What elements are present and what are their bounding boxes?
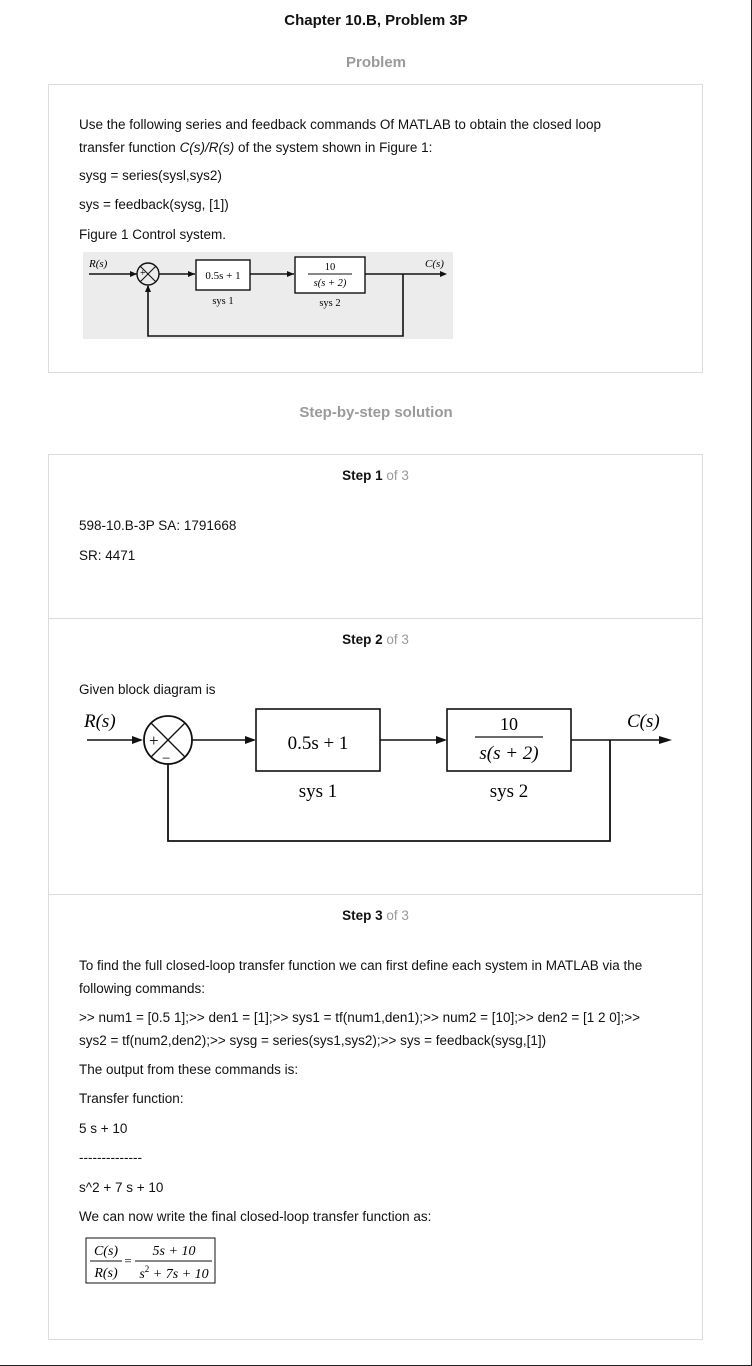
tf-denominator-text: s^2 + 7 s + 10 xyxy=(79,1180,164,1195)
problem-line-2-post: of the system shown in Figure 1: xyxy=(234,140,433,155)
eq-rhs-den-s: s xyxy=(139,1267,145,1282)
step-3-label: Step 3 xyxy=(342,908,383,923)
final-transfer-function: C(s) R(s) = 5s + 10 s2 + 7s + 10 xyxy=(85,1237,216,1284)
sys2-denominator: s(s + 2) xyxy=(479,743,538,764)
small-sys1-block xyxy=(195,259,251,291)
matlab-commands-line-1: >> num1 = [0.5 1];>> den1 = [1];>> sys1 … xyxy=(79,1010,641,1025)
feedback-path xyxy=(167,740,611,842)
transfer-function-label: Transfer function: xyxy=(79,1091,184,1106)
step-3-intro: To find the full closed-loop transfer fu… xyxy=(79,954,689,1000)
problem-line-2-pre: transfer function xyxy=(79,140,180,155)
step-1-header: Step 1 of 3 xyxy=(49,468,702,483)
sys1-transfer-function: 0.5s + 1 xyxy=(288,733,349,754)
step-divider-1 xyxy=(49,618,702,619)
step-2-label: Step 2 xyxy=(342,632,383,647)
small-sys2-numerator: 10 xyxy=(325,262,336,273)
eq-equals: = xyxy=(124,1253,131,1268)
small-input-label: R(s) xyxy=(88,258,108,270)
sys1-block xyxy=(255,708,381,772)
sys2-block xyxy=(446,708,572,772)
small-sys2-block xyxy=(294,256,366,294)
sys1-label: sys 1 xyxy=(299,781,338,802)
output-intro: The output from these commands is: xyxy=(79,1062,299,1077)
eq-lhs-denominator: R(s) xyxy=(93,1266,118,1281)
step-1-line-1: 598-10.B-3P SA: 1791668 xyxy=(79,518,237,533)
step-1-count: of 3 xyxy=(382,468,409,483)
small-sys1-label: sys 1 xyxy=(212,296,233,307)
eq-lhs-numerator: C(s) xyxy=(94,1244,118,1259)
tf-fraction-line: -------------- xyxy=(79,1150,142,1165)
transfer-function-ratio: C(s)/R(s) xyxy=(179,140,235,155)
small-sys1-tf: 0.5s + 1 xyxy=(205,270,240,282)
step-3-intro-line-1: To find the full closed-loop transfer fu… xyxy=(79,958,643,973)
plus-sign: + xyxy=(149,731,159,750)
page-title: Chapter 10.B, Problem 3P xyxy=(284,12,468,29)
input-label: R(s) xyxy=(83,711,116,732)
figure-1-small-diagram: R(s) + 0.5s + 1 sys 1 10 s(s + 2) sys 2 … xyxy=(83,252,453,339)
step-2-intro: Given block diagram is xyxy=(79,682,216,697)
step-3-intro-line-2: following commands: xyxy=(79,981,206,996)
step-2-count: of 3 xyxy=(382,632,409,647)
step-3-count: of 3 xyxy=(382,908,409,923)
sys2-label: sys 2 xyxy=(490,781,529,802)
problem-line-1: Use the following series and feedback co… xyxy=(79,117,602,132)
step-2-header: Step 2 of 3 xyxy=(49,632,702,647)
minus-sign: − xyxy=(162,751,170,767)
step-1-line-2: SR: 4471 xyxy=(79,548,136,563)
problem-text: Use the following series and feedback co… xyxy=(79,113,679,159)
figure-caption: Figure 1 Control system. xyxy=(79,227,227,242)
command-series: sysg = series(sysl,sys2) xyxy=(79,168,222,183)
matlab-commands-line-2: sys2 = tf(num2,den2);>> sysg = series(sy… xyxy=(79,1033,547,1048)
small-sys2-label: sys 2 xyxy=(319,298,340,309)
output-label: C(s) xyxy=(627,711,660,732)
block-diagram: R(s) + − 0.5s + 1 sys 1 10 s(s + 2) sys … xyxy=(83,708,672,842)
eq-rhs-den-rest: + 7s + 10 xyxy=(149,1267,208,1282)
problem-card: Use the following series and feedback co… xyxy=(48,84,703,373)
solution-card: Step 1 of 3 598-10.B-3P SA: 1791668 SR: … xyxy=(48,454,703,1340)
command-feedback: sys = feedback(sysg, [1]) xyxy=(79,197,229,212)
small-plus-sign: + xyxy=(140,268,146,279)
matlab-commands: >> num1 = [0.5 1];>> den1 = [1];>> sys1 … xyxy=(79,1006,689,1052)
step-divider-2 xyxy=(49,894,702,895)
tf-numerator-text: 5 s + 10 xyxy=(79,1121,128,1136)
step-1-label: Step 1 xyxy=(342,468,383,483)
eq-rhs-den-exponent: 2 xyxy=(145,1264,150,1274)
eq-rhs-numerator: 5s + 10 xyxy=(153,1244,196,1259)
final-intro: We can now write the final closed-loop t… xyxy=(79,1209,432,1224)
step-3-header: Step 3 of 3 xyxy=(49,908,702,923)
problem-heading: Problem xyxy=(345,54,406,71)
small-sys2-denominator: s(s + 2) xyxy=(314,278,347,289)
solution-heading: Step-by-step solution xyxy=(299,404,453,421)
eq-rhs-denominator: s2 + 7s + 10 xyxy=(139,1264,208,1282)
sys2-numerator: 10 xyxy=(500,714,518,734)
small-output-label: C(s) xyxy=(425,258,444,270)
